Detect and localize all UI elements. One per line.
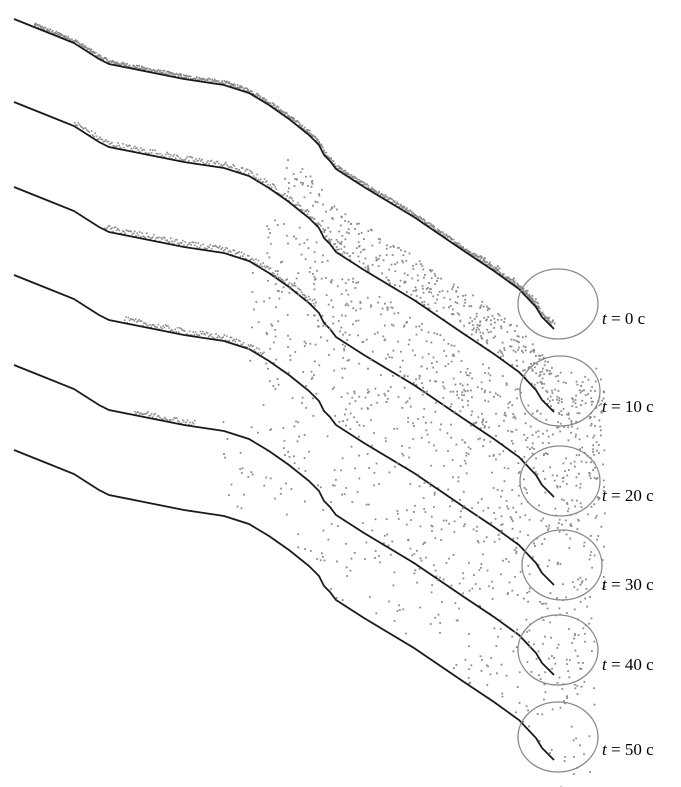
deposit-zone-circle (518, 702, 598, 772)
time-label-40: t = 40 c (602, 655, 654, 675)
deposit-zone-circle (520, 446, 600, 516)
time-step-row (14, 421, 598, 787)
time-step-row (14, 348, 598, 697)
slope-profile-line (14, 450, 554, 760)
particle-cloud (223, 421, 596, 787)
time-label-10: t = 10 c (602, 397, 654, 417)
time-label-30: t = 30 c (602, 575, 654, 595)
deposit-zone-circle (518, 269, 598, 339)
particle-cloud (124, 272, 606, 603)
particle-cloud (34, 23, 556, 327)
particle-cloud (74, 122, 605, 441)
time-label-50: t = 50 c (602, 740, 654, 760)
deposit-zone-circle (518, 615, 598, 685)
time-label-20: t = 20 c (602, 486, 654, 506)
time-step-row (14, 19, 598, 339)
particle-cloud (134, 348, 595, 697)
time-label-0: t = 0 c (602, 309, 645, 329)
deposit-zone-circle (520, 356, 600, 426)
time-step-row (14, 187, 606, 521)
slope-profile-line (14, 187, 554, 497)
deposit-zone-circle (522, 530, 602, 600)
